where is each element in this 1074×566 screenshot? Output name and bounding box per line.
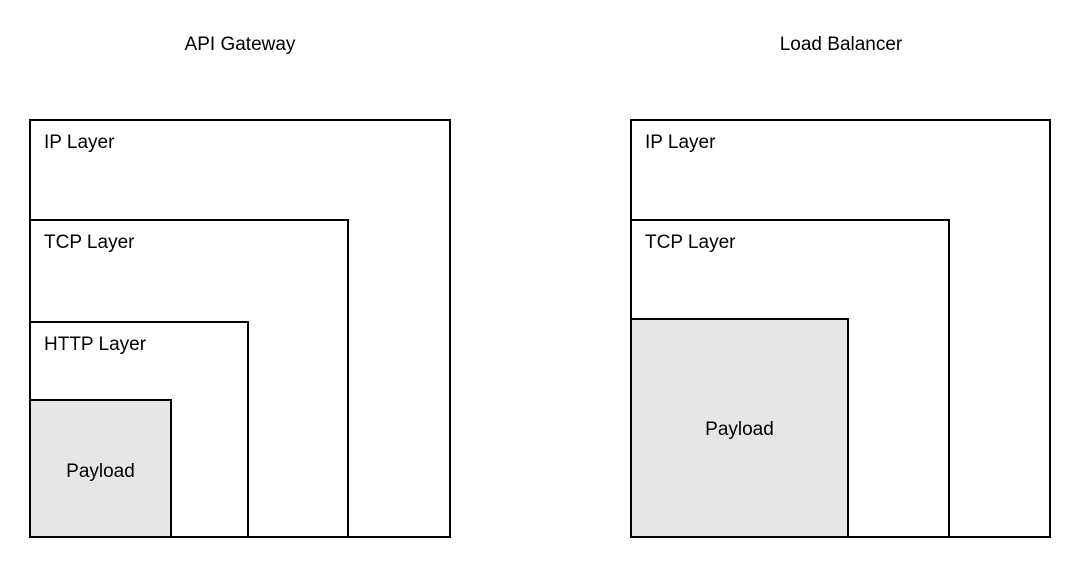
panel-title-load-balancer: Load Balancer	[779, 34, 903, 55]
load-balancer-payload-label: Payload	[705, 419, 774, 440]
api-gateway-payload-box: Payload	[29, 399, 172, 538]
load-balancer-tcp-layer-label: TCP Layer	[645, 232, 736, 253]
api-gateway-http-layer-label: HTTP Layer	[44, 334, 147, 355]
load-balancer-payload-box: Payload	[630, 318, 849, 538]
api-gateway-tcp-layer-label: TCP Layer	[44, 232, 135, 253]
api-gateway-payload-label: Payload	[66, 461, 135, 482]
load-balancer-ip-layer-label: IP Layer	[645, 132, 716, 153]
panel-title-api-gateway: API Gateway	[184, 34, 296, 55]
api-gateway-ip-layer-label: IP Layer	[44, 132, 115, 153]
